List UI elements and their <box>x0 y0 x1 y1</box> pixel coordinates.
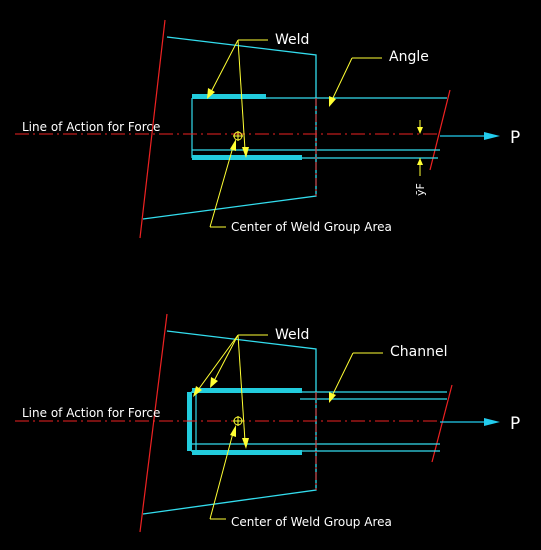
weld-leader-2-head <box>242 147 249 158</box>
offset-dim-arrow-2 <box>417 158 423 165</box>
bottom-weld <box>192 450 302 455</box>
angle-figure: P Weld Angle Line of Action for Force Ce… <box>15 19 520 239</box>
line-of-action-label: Line of Action for Force <box>22 120 160 134</box>
force-label: P <box>510 414 520 434</box>
weld-leader-3 <box>237 334 246 442</box>
force-arrowhead <box>484 418 500 426</box>
weld-leader-3-head <box>242 438 249 449</box>
center-leader-head <box>230 425 236 437</box>
channel-leader <box>331 352 354 397</box>
force-label: P <box>510 128 520 148</box>
channel-label: Channel <box>390 344 447 360</box>
left-break-line <box>139 19 166 239</box>
weld-leader-2-head <box>210 377 218 388</box>
top-weld <box>192 388 302 393</box>
angle-leader-head <box>329 96 336 107</box>
weld-label: Weld <box>275 32 309 48</box>
weld-leader-1 <box>210 39 239 93</box>
angle-leader <box>331 57 353 101</box>
offset-label: ȳF <box>414 183 427 196</box>
center-leader <box>209 432 234 520</box>
left-break-line <box>139 313 168 533</box>
angle-label: Angle <box>389 49 429 65</box>
force-arrowhead <box>484 132 500 140</box>
right-break-line <box>431 384 453 463</box>
line-of-action-label: Line of Action for Force <box>22 406 160 420</box>
weld-leader-2 <box>237 39 246 151</box>
bottom-weld <box>192 155 302 160</box>
top-weld <box>192 94 266 99</box>
channel-figure: P Weld Channel Line of Action for Force … <box>15 313 520 533</box>
offset-dim-arrow-1 <box>417 127 423 134</box>
weld-label: Weld <box>275 327 309 343</box>
center-label: Center of Weld Group Area <box>231 220 392 234</box>
right-break-line <box>429 89 451 171</box>
center-label: Center of Weld Group Area <box>231 515 392 529</box>
center-leader <box>209 146 234 228</box>
weld-leader-1-head <box>207 88 215 99</box>
weld-leader-1-head <box>193 386 202 397</box>
channel-leader-head <box>329 392 336 403</box>
weld-leader-2 <box>213 334 239 382</box>
center-leader-head <box>230 139 236 151</box>
weld-leader-1 <box>197 334 239 391</box>
